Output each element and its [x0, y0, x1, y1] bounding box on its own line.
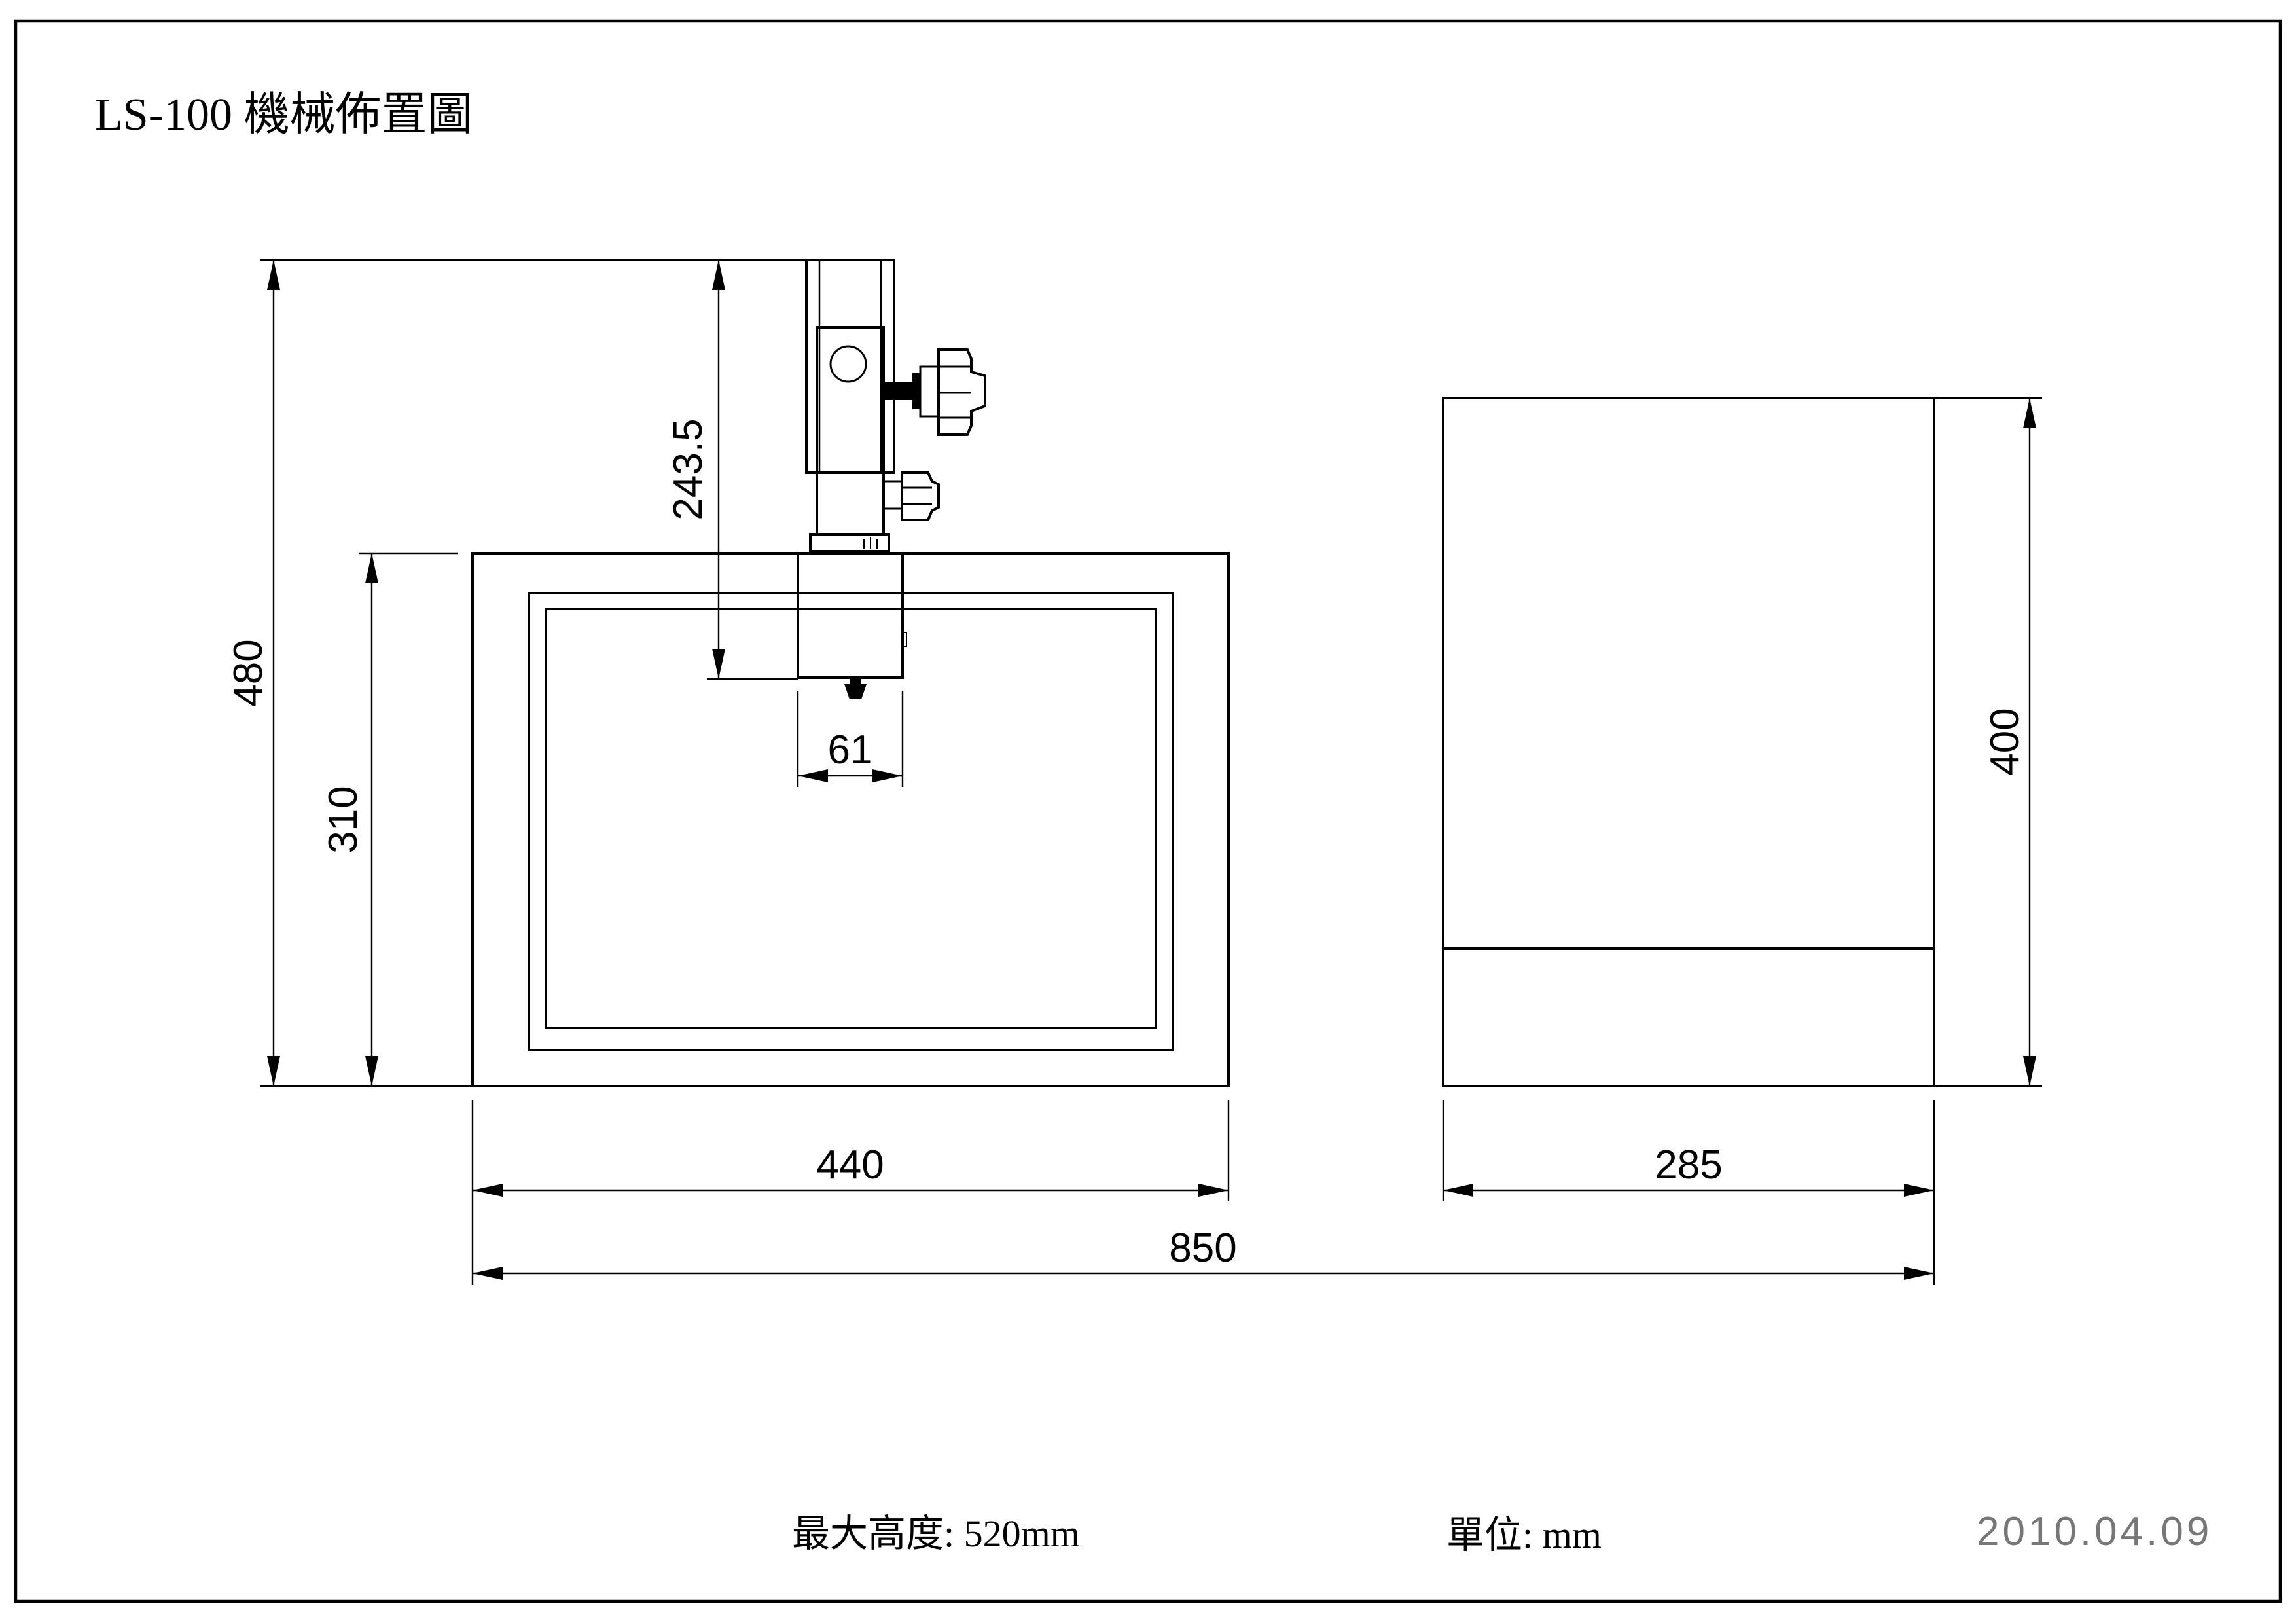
max-height-note: 最大高度: 520mm [792, 1512, 1080, 1555]
dim-label-400: 400 [1982, 708, 2028, 775]
unit-note: 單位: mm [1446, 1514, 1602, 1556]
dim-label-285: 285 [1655, 1142, 1722, 1188]
dim-base-width: 440 [471, 1100, 1230, 1285]
adjust-knob-lower [882, 471, 940, 521]
dim-label-440: 440 [816, 1142, 884, 1188]
dim-head-width: 61 [797, 691, 904, 787]
drawing-date: 2010.04.09 [1977, 1509, 2212, 1554]
head-assembly [797, 259, 986, 699]
side-view [1442, 397, 1935, 1087]
drawing-border [14, 19, 2282, 1603]
dim-label-61: 61 [828, 727, 873, 773]
dim-total-height: 480 [226, 259, 806, 1087]
front-base [471, 552, 1230, 1087]
dim-side-width: 285 [1442, 1100, 1935, 1285]
dim-side-height: 400 [1934, 397, 2042, 1087]
drawing-title: LS-100 機械佈置圖 [95, 90, 473, 140]
adjust-knob-upper [884, 348, 986, 436]
dim-base-height: 310 [321, 552, 458, 1086]
dim-label-850: 850 [1169, 1226, 1236, 1271]
dim-total-width: 850 [473, 1226, 1934, 1280]
dim-label-243-5: 243.5 [666, 418, 711, 520]
dim-arm-height: 243.5 [666, 260, 798, 680]
dim-label-310: 310 [321, 786, 366, 853]
dim-label-480: 480 [226, 639, 271, 706]
